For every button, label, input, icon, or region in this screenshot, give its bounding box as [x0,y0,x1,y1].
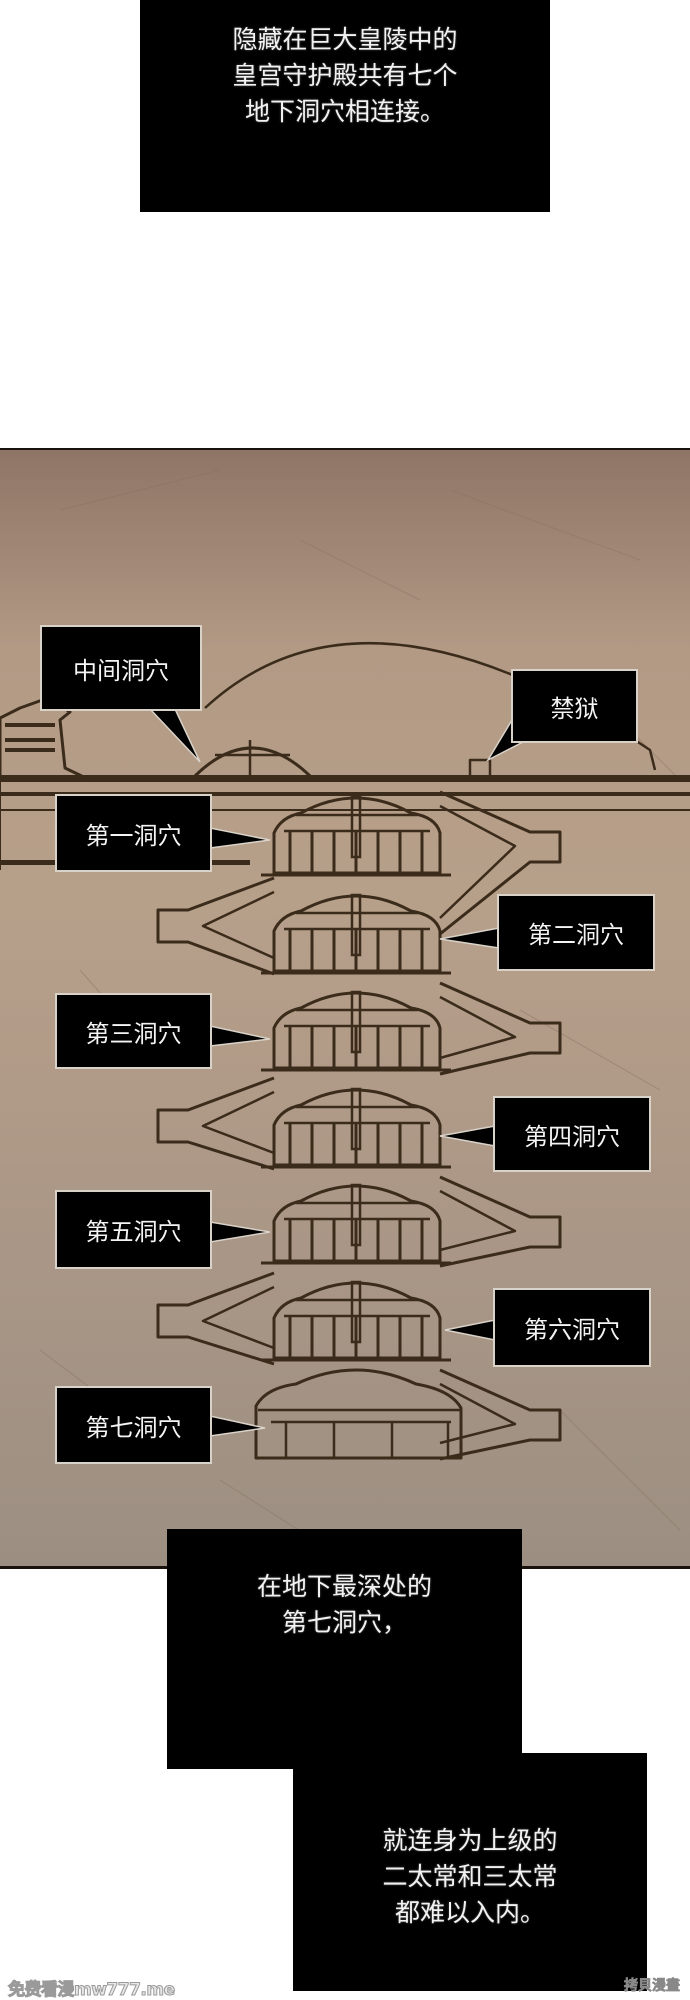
watermark-copy: 拷貝漫畫 [624,1978,681,1995]
label-cave-7: 第七洞穴 [55,1386,212,1464]
cave-4-center-shaft [350,1087,362,1151]
passage-left-1 [156,876,275,976]
passage-left-3 [156,1076,275,1171]
passage-right-inner-0 [439,804,517,919]
cave-2-beams [284,911,430,931]
label-cave-6: 第六洞穴 [493,1288,651,1367]
passage-right-4 [439,1175,562,1268]
crack-0 [59,469,221,511]
passage-right-inner-4 [439,1189,517,1252]
palace-detail [5,723,55,752]
label-cave-1: 第一洞穴 [55,794,212,872]
cave-1-center-shaft [350,795,362,859]
passage-right-2 [439,981,562,1076]
label-middle-cave: 中间洞穴 [40,625,202,711]
cave-5-center-shaft [350,1183,362,1247]
cave-3-pillars [288,1026,424,1068]
narration-text-middle: 在地下最深处的 第七洞穴， [256,1572,432,1637]
cave-7-outline [254,1368,463,1460]
passage-right-0 [439,790,562,936]
cave-1-beams [284,813,430,833]
cave-4-pillars [288,1123,424,1165]
crack-6 [559,1409,681,1531]
cave-5-pillars [288,1219,424,1261]
passage-right-inner-6 [439,1382,517,1445]
label-tail-cave-5 [209,1221,271,1243]
crack-2 [449,489,641,561]
cave-5-beams [284,1201,430,1221]
ground-line-lower [0,792,690,796]
passage-right-6 [439,1368,562,1461]
middle-cave-beams [215,740,290,776]
narration-box-middle: 在地下最深处的 第七洞穴， [167,1529,522,1769]
label-cave-5: 第五洞穴 [55,1190,212,1269]
cave-4-beams [284,1105,430,1125]
label-prison: 禁狱 [511,669,638,743]
cave-6-beams [284,1298,430,1318]
passage-left-inner-1 [201,890,275,960]
passage-left-inner-3 [201,1090,275,1155]
crack-1 [299,539,421,601]
label-tail-cave-3 [209,1025,271,1047]
narration-box-bottom: 就连身为上级的 二太常和三太常 都难以入内。 [293,1753,647,1991]
narration-box-top: 隐藏在巨大皇陵中的 皇宫守护殿共有七个 地下洞穴相连接。 [140,0,550,212]
narration-text-top: 隐藏在巨大皇陵中的 皇宫守护殿共有七个 地下洞穴相连接。 [232,25,458,126]
middle-cave-dome [193,746,312,778]
passage-left-inner-5 [201,1285,275,1350]
cave-2-center-shaft [350,893,362,957]
label-tail-cave-4 [439,1125,496,1147]
cave-2-pillars [288,929,424,971]
cave-3-center-shaft [350,990,362,1054]
label-cave-2: 第二洞穴 [497,894,655,971]
cave-6-center-shaft [350,1280,362,1344]
prison-block [468,758,492,776]
label-tail-cave-1 [209,827,271,849]
passage-left-5 [156,1271,275,1366]
label-tail-cave-6 [444,1319,496,1341]
cave-6-pillars [288,1316,424,1358]
passage-right-inner-2 [439,995,517,1060]
label-tail-cave-2 [439,927,500,949]
cave-7-pillars [258,1408,460,1458]
watermark-site: 免费看漫mw777.me [8,1980,176,2000]
label-cave-3: 第三洞穴 [55,993,212,1069]
label-cave-4: 第四洞穴 [493,1096,651,1172]
cave-1-pillars [288,831,424,873]
cave-map-panel: 中间洞穴 禁狱 第一洞穴 第二洞穴 第三洞穴 第四洞穴 第五洞穴 第六洞穴 第七… [0,448,690,1569]
ground-line [0,775,690,782]
cave-3-beams [284,1008,430,1028]
label-tail-middle-cave [148,708,201,763]
narration-text-bottom: 就连身为上级的 二太常和三太常 都难以入内。 [382,1826,558,1927]
